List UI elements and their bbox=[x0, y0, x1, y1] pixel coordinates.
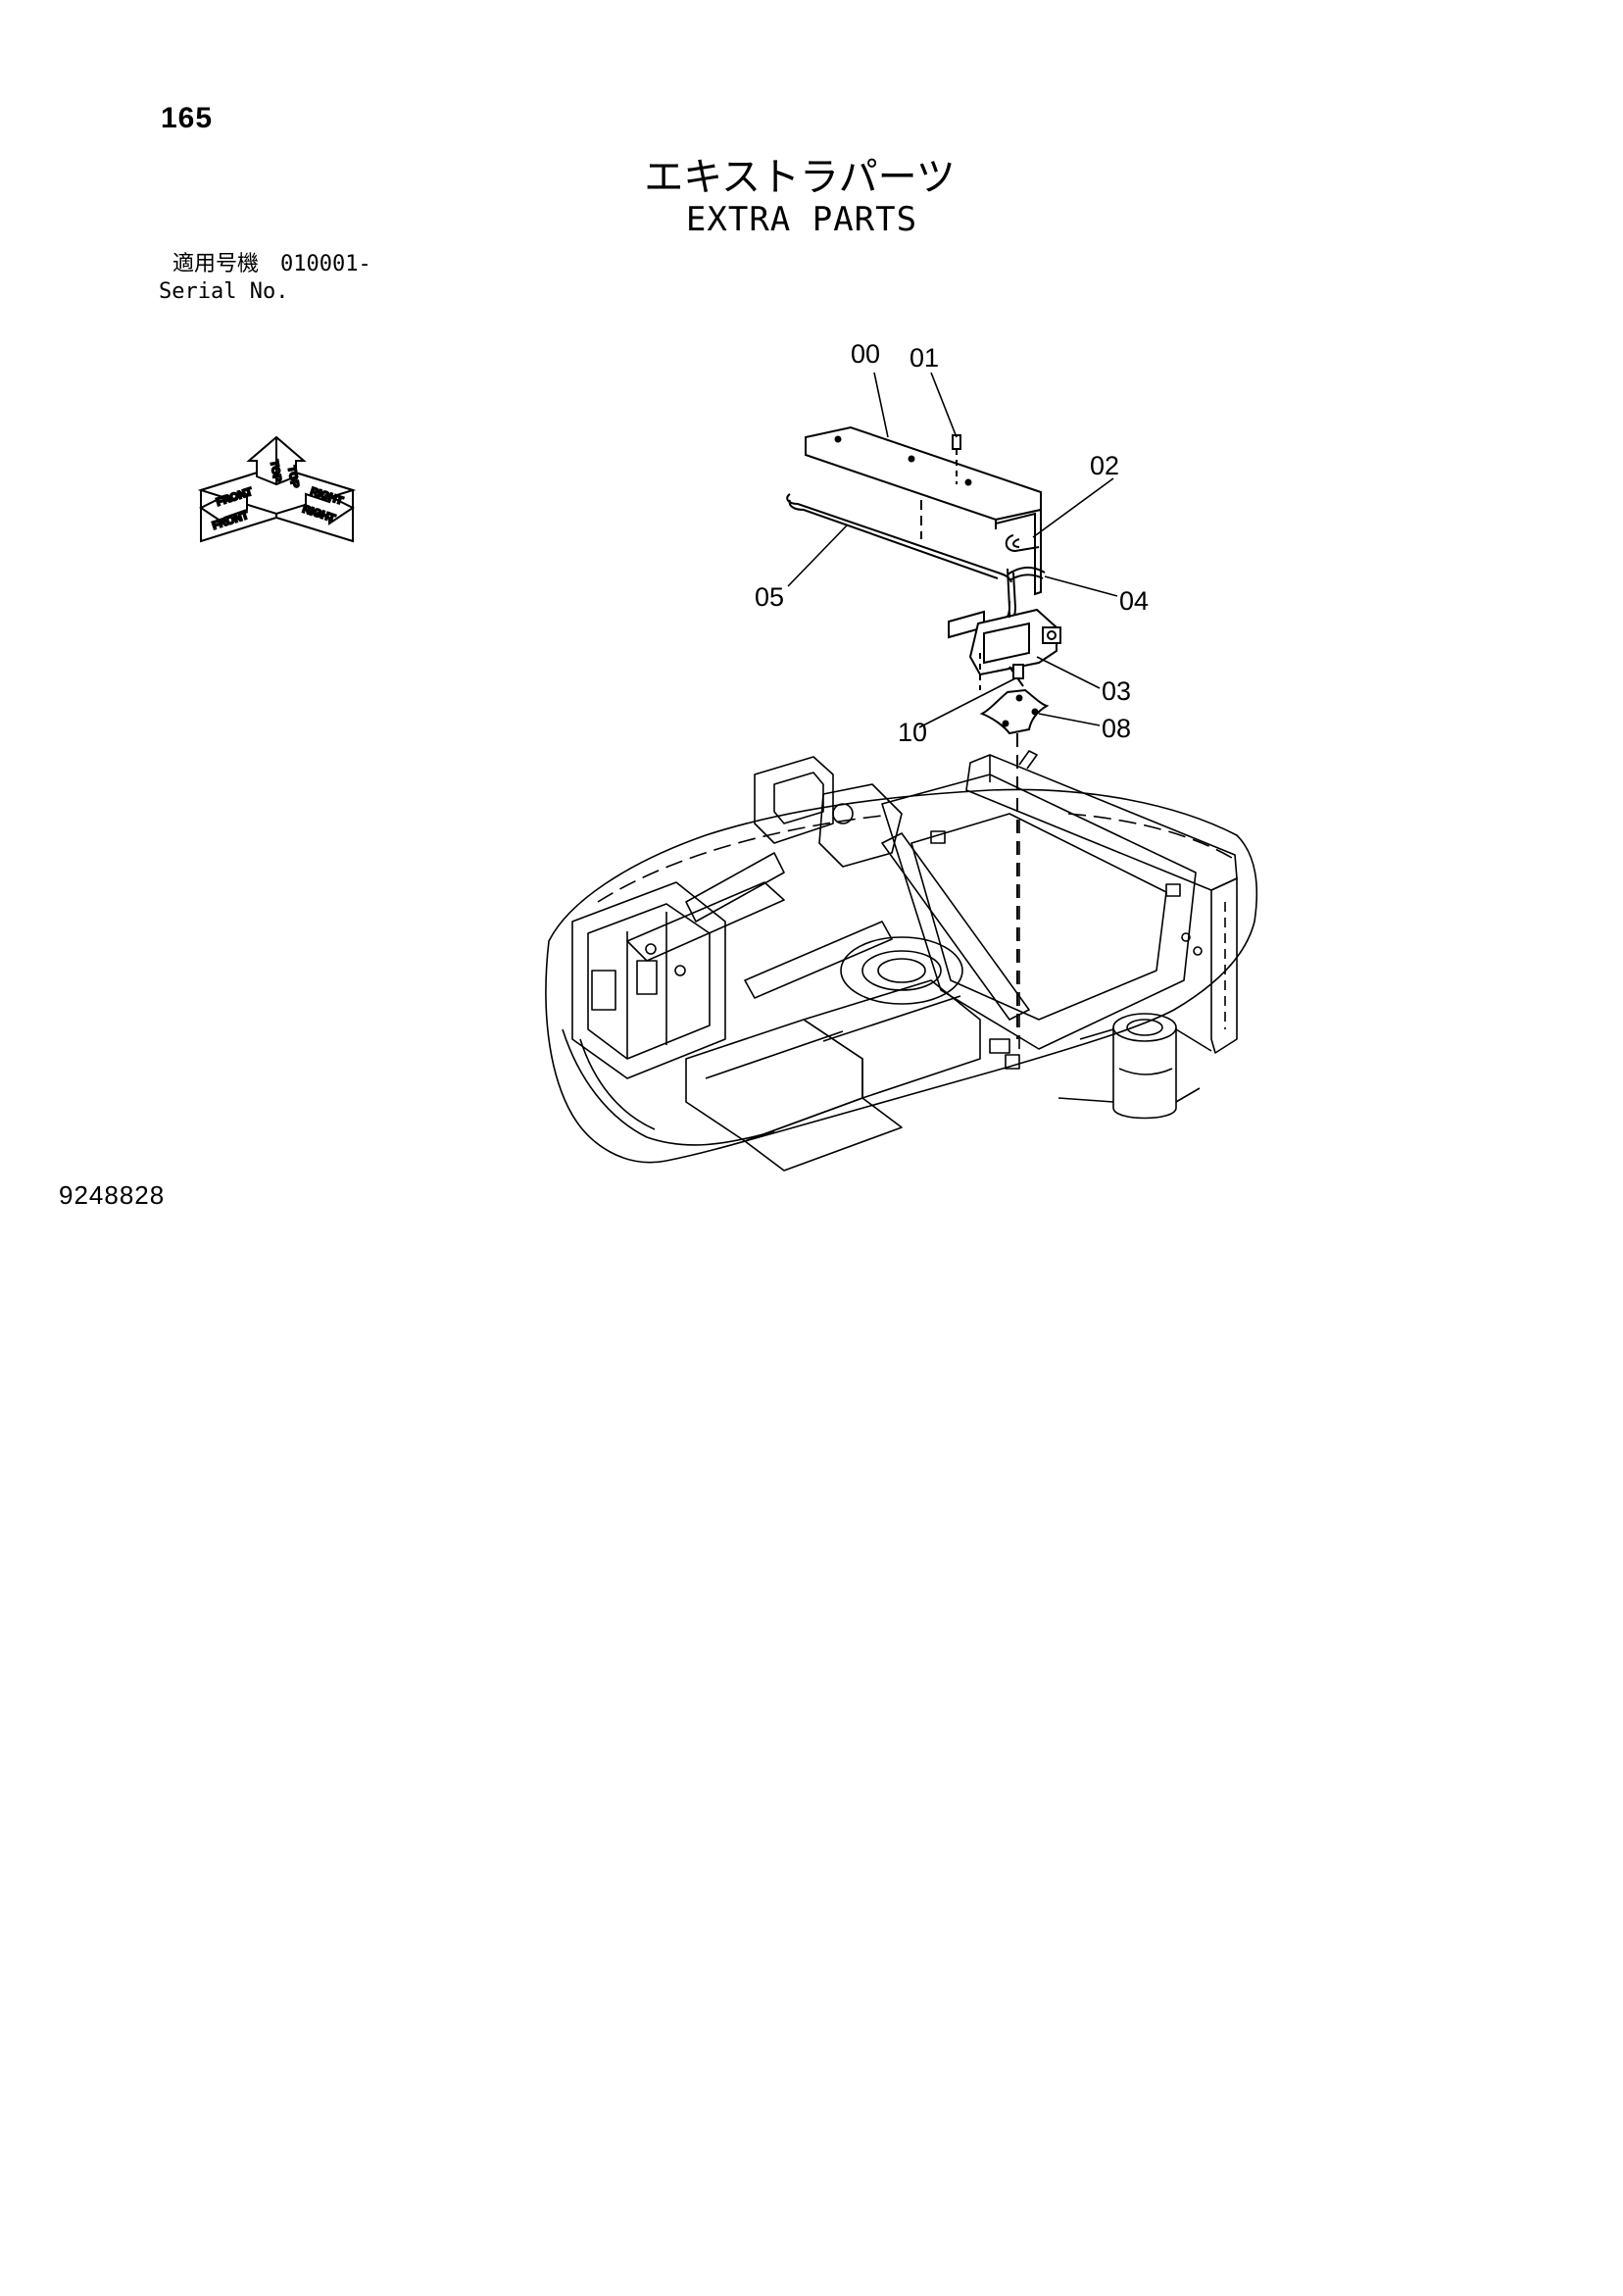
callout-05: 05 bbox=[755, 582, 784, 612]
callout-10: 10 bbox=[898, 718, 927, 747]
cover-plate-part bbox=[805, 425, 1042, 596]
mounting-plate-part bbox=[979, 688, 1050, 1039]
switch-assembly-part bbox=[948, 600, 1061, 690]
serial-label-jp: 適用号機 bbox=[172, 252, 260, 276]
serial-row-jp: 適用号機 010001- bbox=[159, 251, 371, 278]
upper-frame-drawing bbox=[545, 750, 1257, 1172]
serial-block: 適用号機 010001- Serial No. bbox=[159, 251, 371, 306]
callout-03: 03 bbox=[1102, 676, 1131, 706]
page-number: 165 bbox=[161, 102, 214, 134]
callout-00: 00 bbox=[851, 339, 880, 369]
title-japanese: エキストラパーツ bbox=[644, 155, 956, 200]
callout-04: 04 bbox=[1119, 586, 1149, 616]
serial-value: 010001- bbox=[280, 252, 371, 276]
callout-08: 08 bbox=[1102, 714, 1131, 743]
orient-label-top: TOP bbox=[268, 459, 283, 482]
callout-01: 01 bbox=[910, 343, 939, 373]
orient-label-top-2: TOP bbox=[285, 465, 301, 488]
orientation-icon: FRONT TOP RIGHT FRONT TOP RIGHT bbox=[197, 435, 357, 543]
leader-lines bbox=[787, 372, 1118, 728]
callout-02: 02 bbox=[1090, 451, 1119, 480]
document-number: 9248828 bbox=[59, 1180, 166, 1210]
serial-label-en: Serial No. bbox=[159, 279, 289, 304]
clamp-part bbox=[1005, 534, 1040, 553]
title-english: EXTRA PARTS bbox=[685, 200, 918, 239]
